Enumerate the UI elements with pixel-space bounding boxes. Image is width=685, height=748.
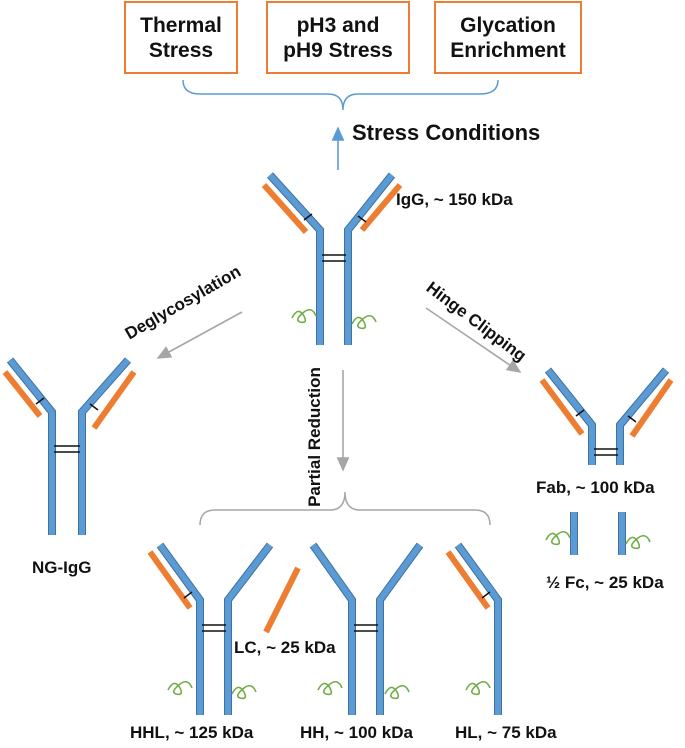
hhl-fragment — [147, 542, 274, 715]
reduction-bracket — [199, 491, 491, 526]
deglycosylation-arrow — [156, 311, 243, 359]
hl-fragment — [445, 542, 502, 715]
hh-fragment — [309, 542, 424, 715]
light-chain-right — [359, 183, 403, 232]
light-chain-left — [261, 183, 309, 234]
hinge-clipping-arrow — [425, 307, 522, 373]
hhl-label: HHL, ~ 125 kDa — [130, 723, 254, 742]
glycan-right — [351, 314, 377, 330]
fab-label: Fab, ~ 100 kDa — [536, 478, 655, 497]
fab-fragment — [539, 367, 674, 465]
stress-conditions-label: Stress Conditions — [352, 120, 541, 145]
ng-igg-label: NG-IgG — [32, 558, 92, 577]
partial-reduction-label: Partial Reduction — [304, 367, 324, 507]
igg-antibody — [261, 172, 403, 345]
free-light-chain — [263, 566, 301, 634]
ng-igg-antibody — [2, 357, 137, 535]
hh-label: HH, ~ 100 kDa — [300, 723, 413, 742]
stress-bracket — [182, 79, 499, 111]
glycan-left — [291, 308, 317, 324]
igg-label: IgG, ~ 150 kDa — [396, 190, 513, 209]
half-fc-fragments — [545, 512, 651, 555]
hl-label: HL, ~ 75 kDa — [455, 723, 557, 742]
lc-label: LC, ~ 25 kDa — [234, 638, 336, 657]
half-fc-label: ½ Fc, ~ 25 kDa — [546, 573, 664, 592]
